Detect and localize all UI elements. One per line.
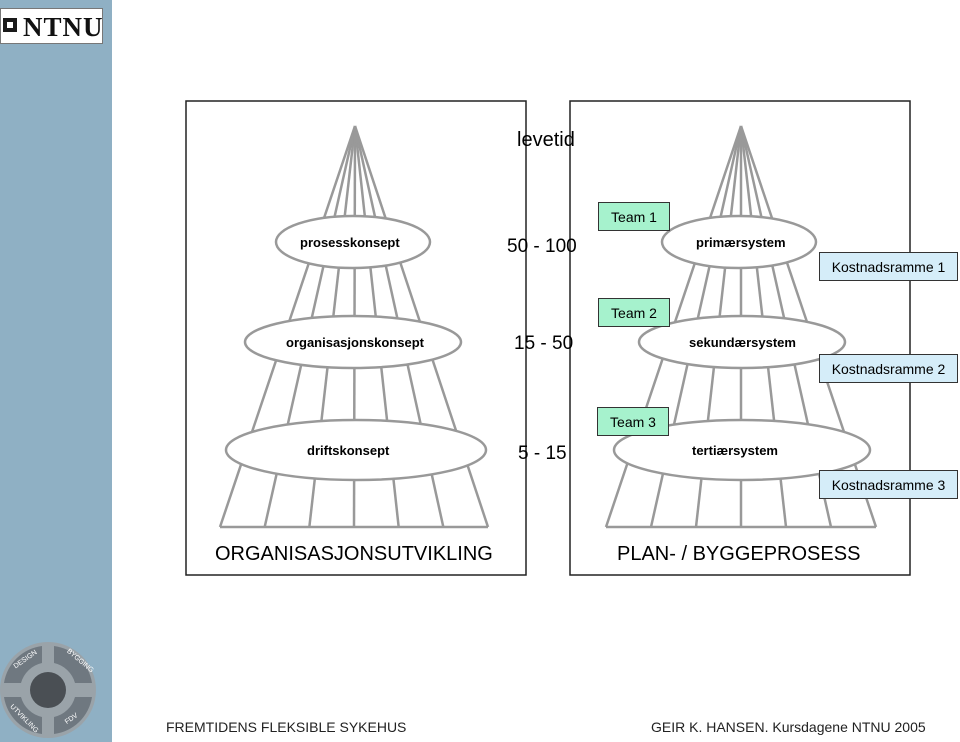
team-2-box: Team 2 [598,298,670,327]
range-label-3: 5 - 15 [518,443,567,464]
left-level-1-ellipse [274,214,432,270]
cost-frame-1: Kostnadsramme 1 [819,252,958,281]
team-1-box: Team 1 [598,202,670,231]
cost-frame-3: Kostnadsramme 3 [819,470,958,499]
cycle-logo: DESIGN BYGGING FDV UTVIKLING [0,642,96,738]
right-level-2-label: sekundærsystem [689,335,796,350]
footer-left-text: FREMTIDENS FLEKSIBLE SYKEHUS [166,719,407,735]
right-level-3-ellipse [612,418,872,482]
sidebar-band [0,0,112,742]
ntnu-logo-mark-icon [3,18,17,32]
cost-frame-2: Kostnadsramme 2 [819,354,958,383]
left-level-1-label: prosesskonsept [300,235,400,250]
range-label-1: 50 - 100 [507,236,577,257]
right-level-1-ellipse [660,214,818,270]
right-level-1-label: primærsystem [696,235,786,250]
range-label-2: 15 - 50 [514,333,574,354]
team-3-box: Team 3 [597,407,669,436]
right-level-2-ellipse [637,314,847,370]
left-panel-title: ORGANISASJONSUTVIKLING [215,543,493,565]
ntnu-logo-text: NTNU [23,12,104,42]
footer-right-text: GEIR K. HANSEN. Kursdagene NTNU 2005 [651,719,926,735]
left-level-2-label: organisasjonskonsept [286,335,424,350]
right-level-3-label: tertiærsystem [692,443,778,458]
left-level-3-label: driftskonsept [307,443,390,458]
left-level-2-ellipse [243,314,463,370]
left-level-3-ellipse [224,418,488,482]
levetid-label: levetid [517,129,575,151]
right-panel-title: PLAN- / BYGGEPROSESS [617,543,861,565]
ntnu-logo: NTNU [0,8,103,44]
